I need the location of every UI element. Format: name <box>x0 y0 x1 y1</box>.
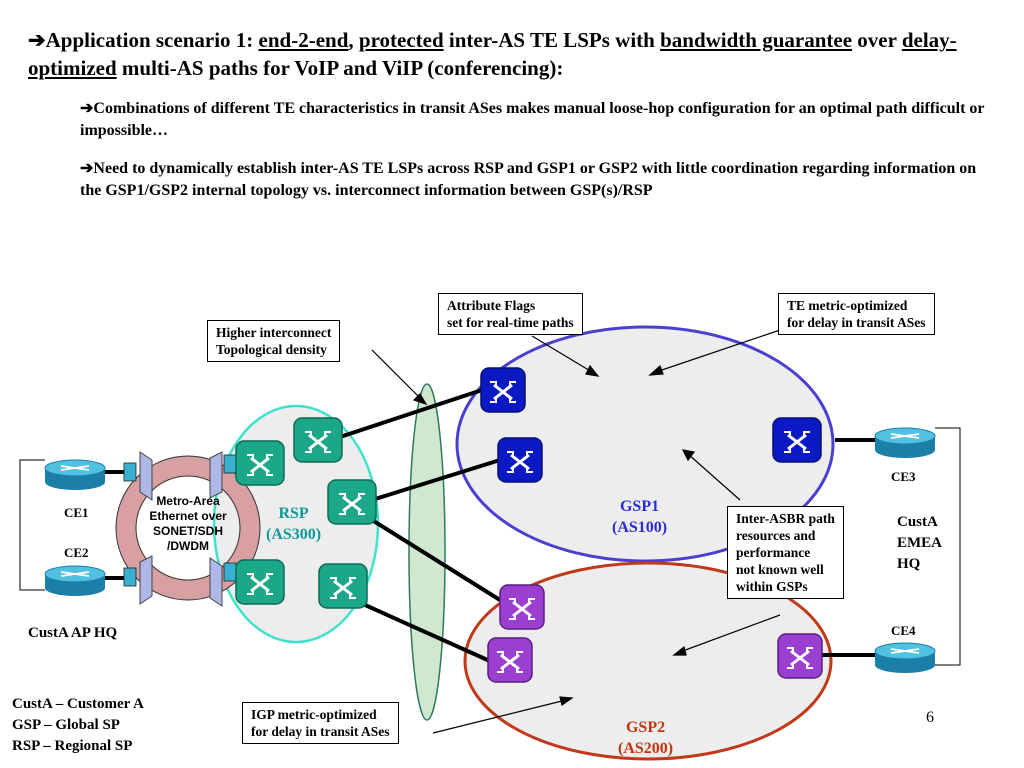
ce1-label: CE1 <box>64 505 89 520</box>
emea-bracket <box>935 427 961 666</box>
metro-label: Metro-Area Ethernet over SONET/SDH /DWDM <box>149 494 227 553</box>
ap-hq-label: CustA AP HQ <box>28 625 118 641</box>
ap-bracket <box>19 459 45 591</box>
emea-hq-label: CustA EMEA HQ <box>897 514 942 572</box>
gsp2-cloud <box>463 561 833 761</box>
callout-attribute-flags: Attribute Flags set for real-time paths <box>438 293 583 335</box>
ring-switches <box>139 451 223 607</box>
callout-arrows <box>371 329 781 734</box>
gsp1-routers <box>480 367 822 483</box>
bullet-1: ➔Combinations of different TE characteri… <box>80 100 985 139</box>
legend: CustA – Customer A GSP – Global SP RSP –… <box>12 696 144 754</box>
ce4-label: CE4 <box>891 623 916 638</box>
rsp-routers <box>235 417 377 609</box>
metro-ring <box>116 456 260 600</box>
small-switches <box>123 454 237 587</box>
ce-routers <box>44 427 936 673</box>
ce3-label: CE3 <box>891 469 916 484</box>
callout-higher-interconnect: Higher interconnect Topological density <box>207 320 341 362</box>
interconnect-ellipse <box>408 383 446 721</box>
ce2-label: CE2 <box>64 545 89 560</box>
bullet-2: ➔Need to dynamically establish inter-AS … <box>80 160 977 199</box>
title-arrow: ➔ <box>28 28 46 52</box>
bullet-arrow: ➔ <box>80 160 94 177</box>
rsp-label: RSP (AS300) <box>266 505 322 543</box>
gsp2-label: GSP2 (AS200) <box>618 719 674 757</box>
callout-te-metric: TE metric-optimized for delay in transit… <box>778 293 935 335</box>
callout-inter-asbr: Inter-ASBR path resources and performanc… <box>727 506 844 599</box>
gsp1-cloud <box>455 325 835 563</box>
gsp1-label: GSP1 (AS100) <box>612 498 668 536</box>
callout-igp-metric: IGP metric-optimized for delay in transi… <box>242 702 399 744</box>
page-number: 6 <box>926 709 934 726</box>
gsp2-routers <box>487 584 823 683</box>
slide-title: ➔Application scenario 1: end-2-end, prot… <box>28 28 957 80</box>
bullet-arrow: ➔ <box>80 100 94 117</box>
